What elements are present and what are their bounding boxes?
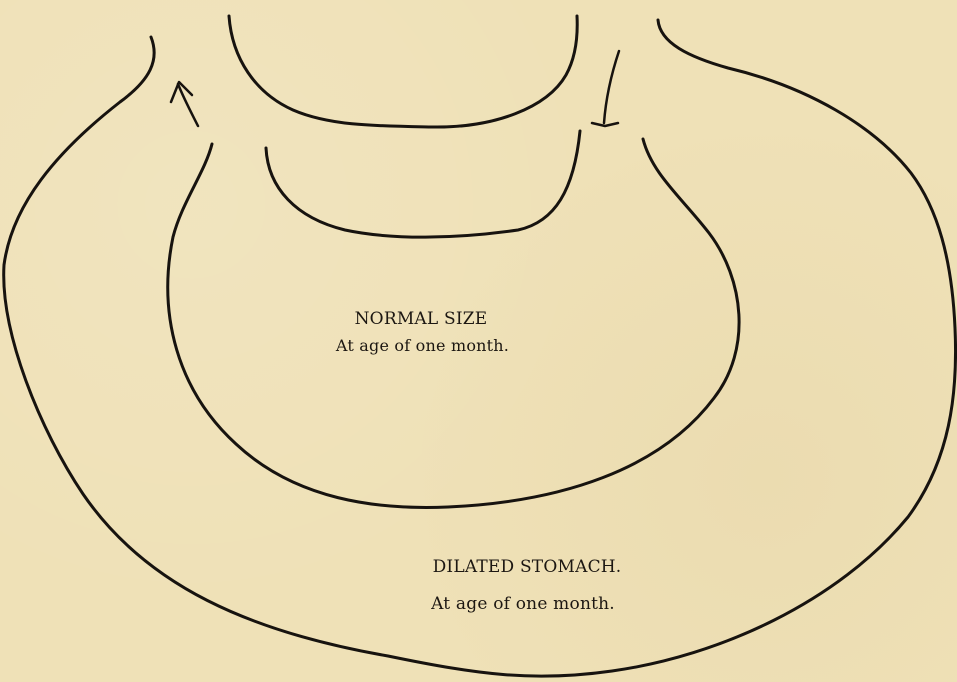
right-arrow-stem <box>604 51 619 123</box>
dilated-stomach-title: DILATED STOMACH. <box>402 557 652 577</box>
normal-stomach-arc <box>266 131 580 237</box>
dilated-stomach-subtitle: At age of one month. <box>403 594 643 614</box>
normal-size-title: NORMAL SIZE <box>343 309 499 329</box>
normal-size-subtitle: At age of one month. <box>334 336 511 355</box>
top-arc-outer <box>229 16 577 127</box>
